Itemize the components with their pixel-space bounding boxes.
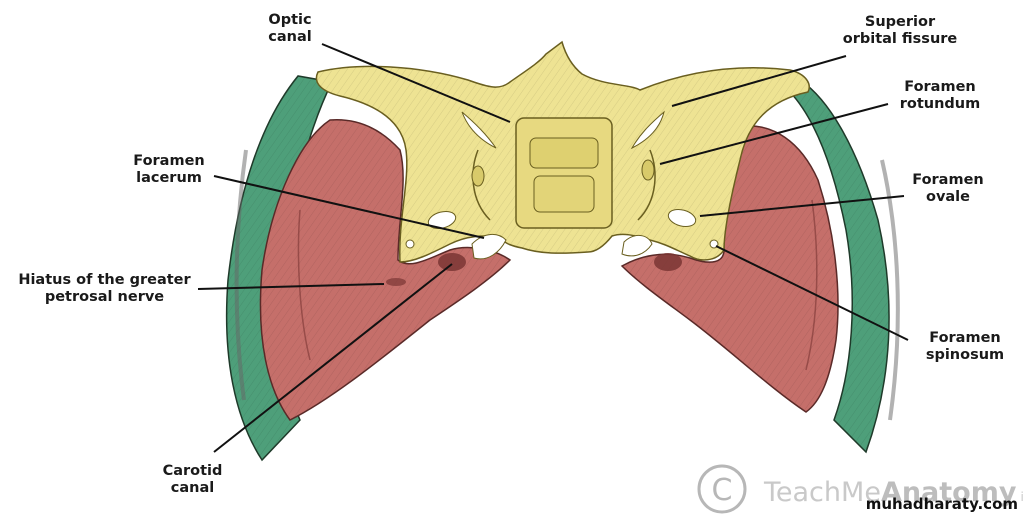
- superior-orbital-fissure-right: [630, 110, 665, 150]
- copyright-letter: C: [712, 473, 733, 508]
- sphenoid-bone: [315, 40, 810, 263]
- svg-text:TeachMeAnatomyinfo: TeachMeAnatomyinfo: [763, 477, 1024, 508]
- foramen-ovale-right: [667, 208, 697, 228]
- right-squama: [789, 79, 900, 454]
- brand-suffix: info: [1020, 490, 1024, 504]
- leader-foramen-lacerum: [213, 175, 485, 239]
- site-watermark: muhadharaty.com: [865, 495, 1018, 513]
- leader-foramen-ovale: [699, 195, 905, 217]
- foramen-spinosum-left: [405, 239, 415, 249]
- superior-orbital-fissure-left: [461, 111, 497, 149]
- foramen-rotundum-left: [471, 165, 485, 187]
- leader-hiatus-greater-petrosal: [197, 283, 385, 290]
- leader-carotid-canal: [213, 263, 453, 453]
- leader-optic-canal: [321, 43, 511, 123]
- brand-light: TeachMe: [763, 477, 881, 508]
- foramina: [405, 110, 719, 260]
- foramen-rotundum-right: [641, 159, 655, 181]
- leader-foramen-spinosum: [715, 245, 909, 341]
- leader-superior-orbital-fissure: [671, 55, 847, 107]
- foramen-ovale-left: [427, 210, 457, 230]
- brand-bold: Anatomy: [881, 477, 1017, 508]
- teachmeanatomy-watermark: C TeachMeAnatomyinfo: [697, 464, 1024, 514]
- foramen-lacerum-left: [471, 234, 507, 260]
- leader-foramen-rotundum: [659, 103, 889, 165]
- right-temporal-fossa: [620, 125, 839, 413]
- leader-lines: [197, 43, 909, 453]
- copyright-circle-icon: [697, 464, 747, 514]
- left-temporal-fossa: [259, 119, 512, 421]
- foramen-lacerum-right: [621, 235, 653, 257]
